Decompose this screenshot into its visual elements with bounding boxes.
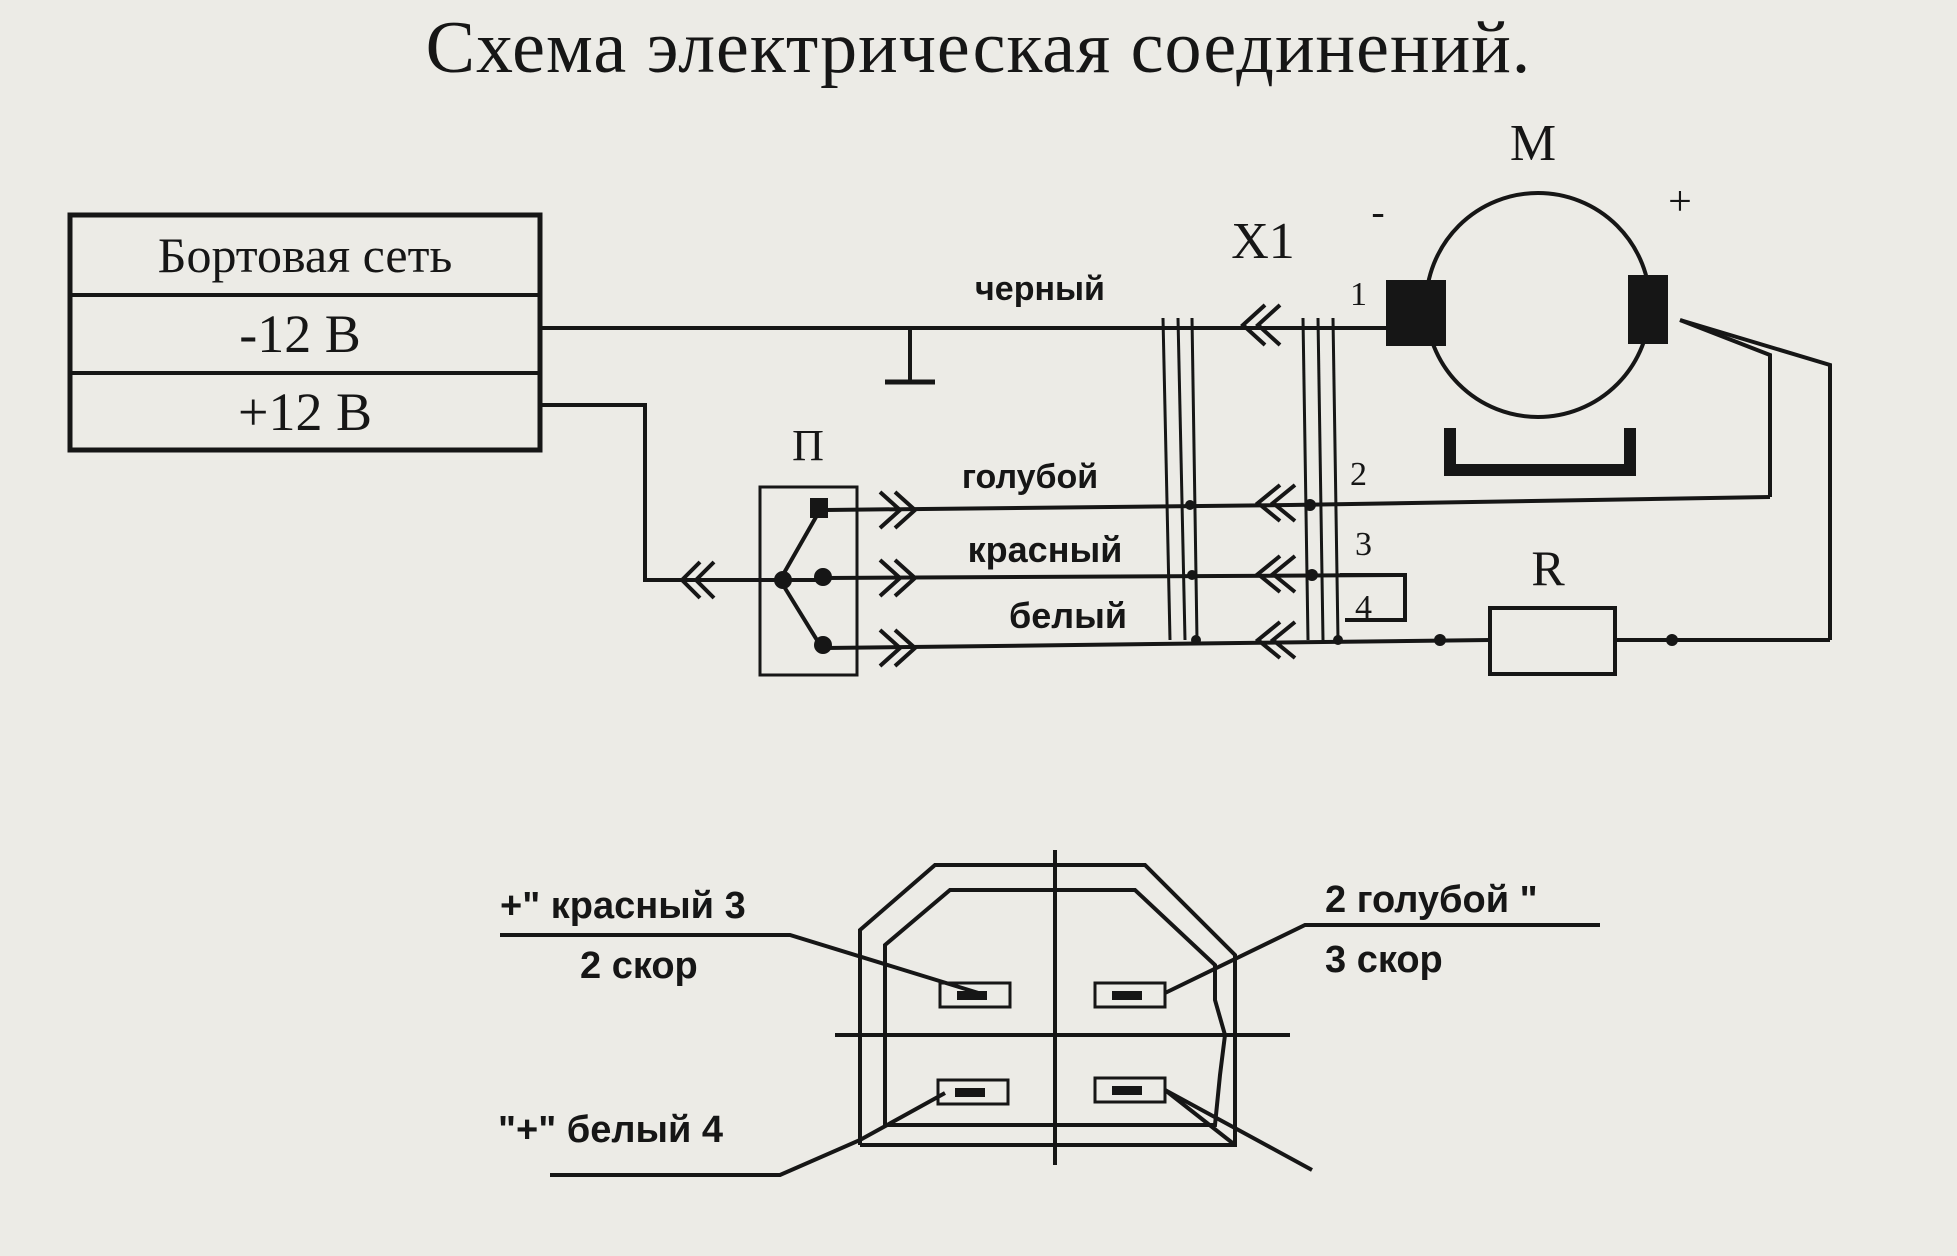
motor-label: M <box>1510 115 1556 172</box>
x1-connector-icon <box>1240 303 1297 660</box>
junction-dots <box>1185 499 1678 646</box>
plug-right-top-label: 2 голубой " <box>1325 879 1538 921</box>
plus-wire-connector-icon <box>679 560 716 600</box>
motor-m <box>1386 191 1832 640</box>
wire-harness <box>1161 317 1340 641</box>
onboard-minus: -12 В <box>239 304 361 364</box>
page-title: Схема электрическая соединений. <box>425 7 1532 89</box>
plug-right-top-sub-label: 3 скор <box>1325 939 1443 981</box>
white-wire <box>825 638 1830 650</box>
pin-jumper <box>1340 573 1407 622</box>
onboard-plus: +12 В <box>238 382 372 442</box>
pin-4-label: 4 <box>1355 589 1372 626</box>
resistor-label: R <box>1531 540 1565 596</box>
motor-minus-label: - <box>1371 189 1384 234</box>
onboard-network-table <box>67 212 543 453</box>
black-wire <box>540 326 1390 385</box>
plug-view <box>500 850 1600 1177</box>
plus-wire <box>540 403 780 582</box>
onboard-header: Бортовая сеть <box>158 227 453 283</box>
white-wire-label: белый <box>1009 595 1127 636</box>
black-wire-label: черный <box>975 270 1105 308</box>
plug-left-top-label: +" красный 3 <box>500 885 746 927</box>
resistor-r <box>1488 606 1617 676</box>
plug-left-bottom-label: "+" белый 4 <box>498 1109 723 1151</box>
blue-wire <box>825 495 1771 512</box>
switch-label: П <box>792 421 824 470</box>
red-wire-label: красный <box>968 529 1123 570</box>
connector-label: X1 <box>1231 213 1295 270</box>
blue-wire-label: голубой <box>962 458 1098 496</box>
pin-1-label: 1 <box>1350 276 1367 313</box>
pin-3-label: 3 <box>1355 526 1372 563</box>
motor-plus-label: + <box>1668 179 1692 225</box>
pin-2-label: 2 <box>1350 456 1367 493</box>
plug-left-top-sub-label: 2 скор <box>580 945 698 987</box>
